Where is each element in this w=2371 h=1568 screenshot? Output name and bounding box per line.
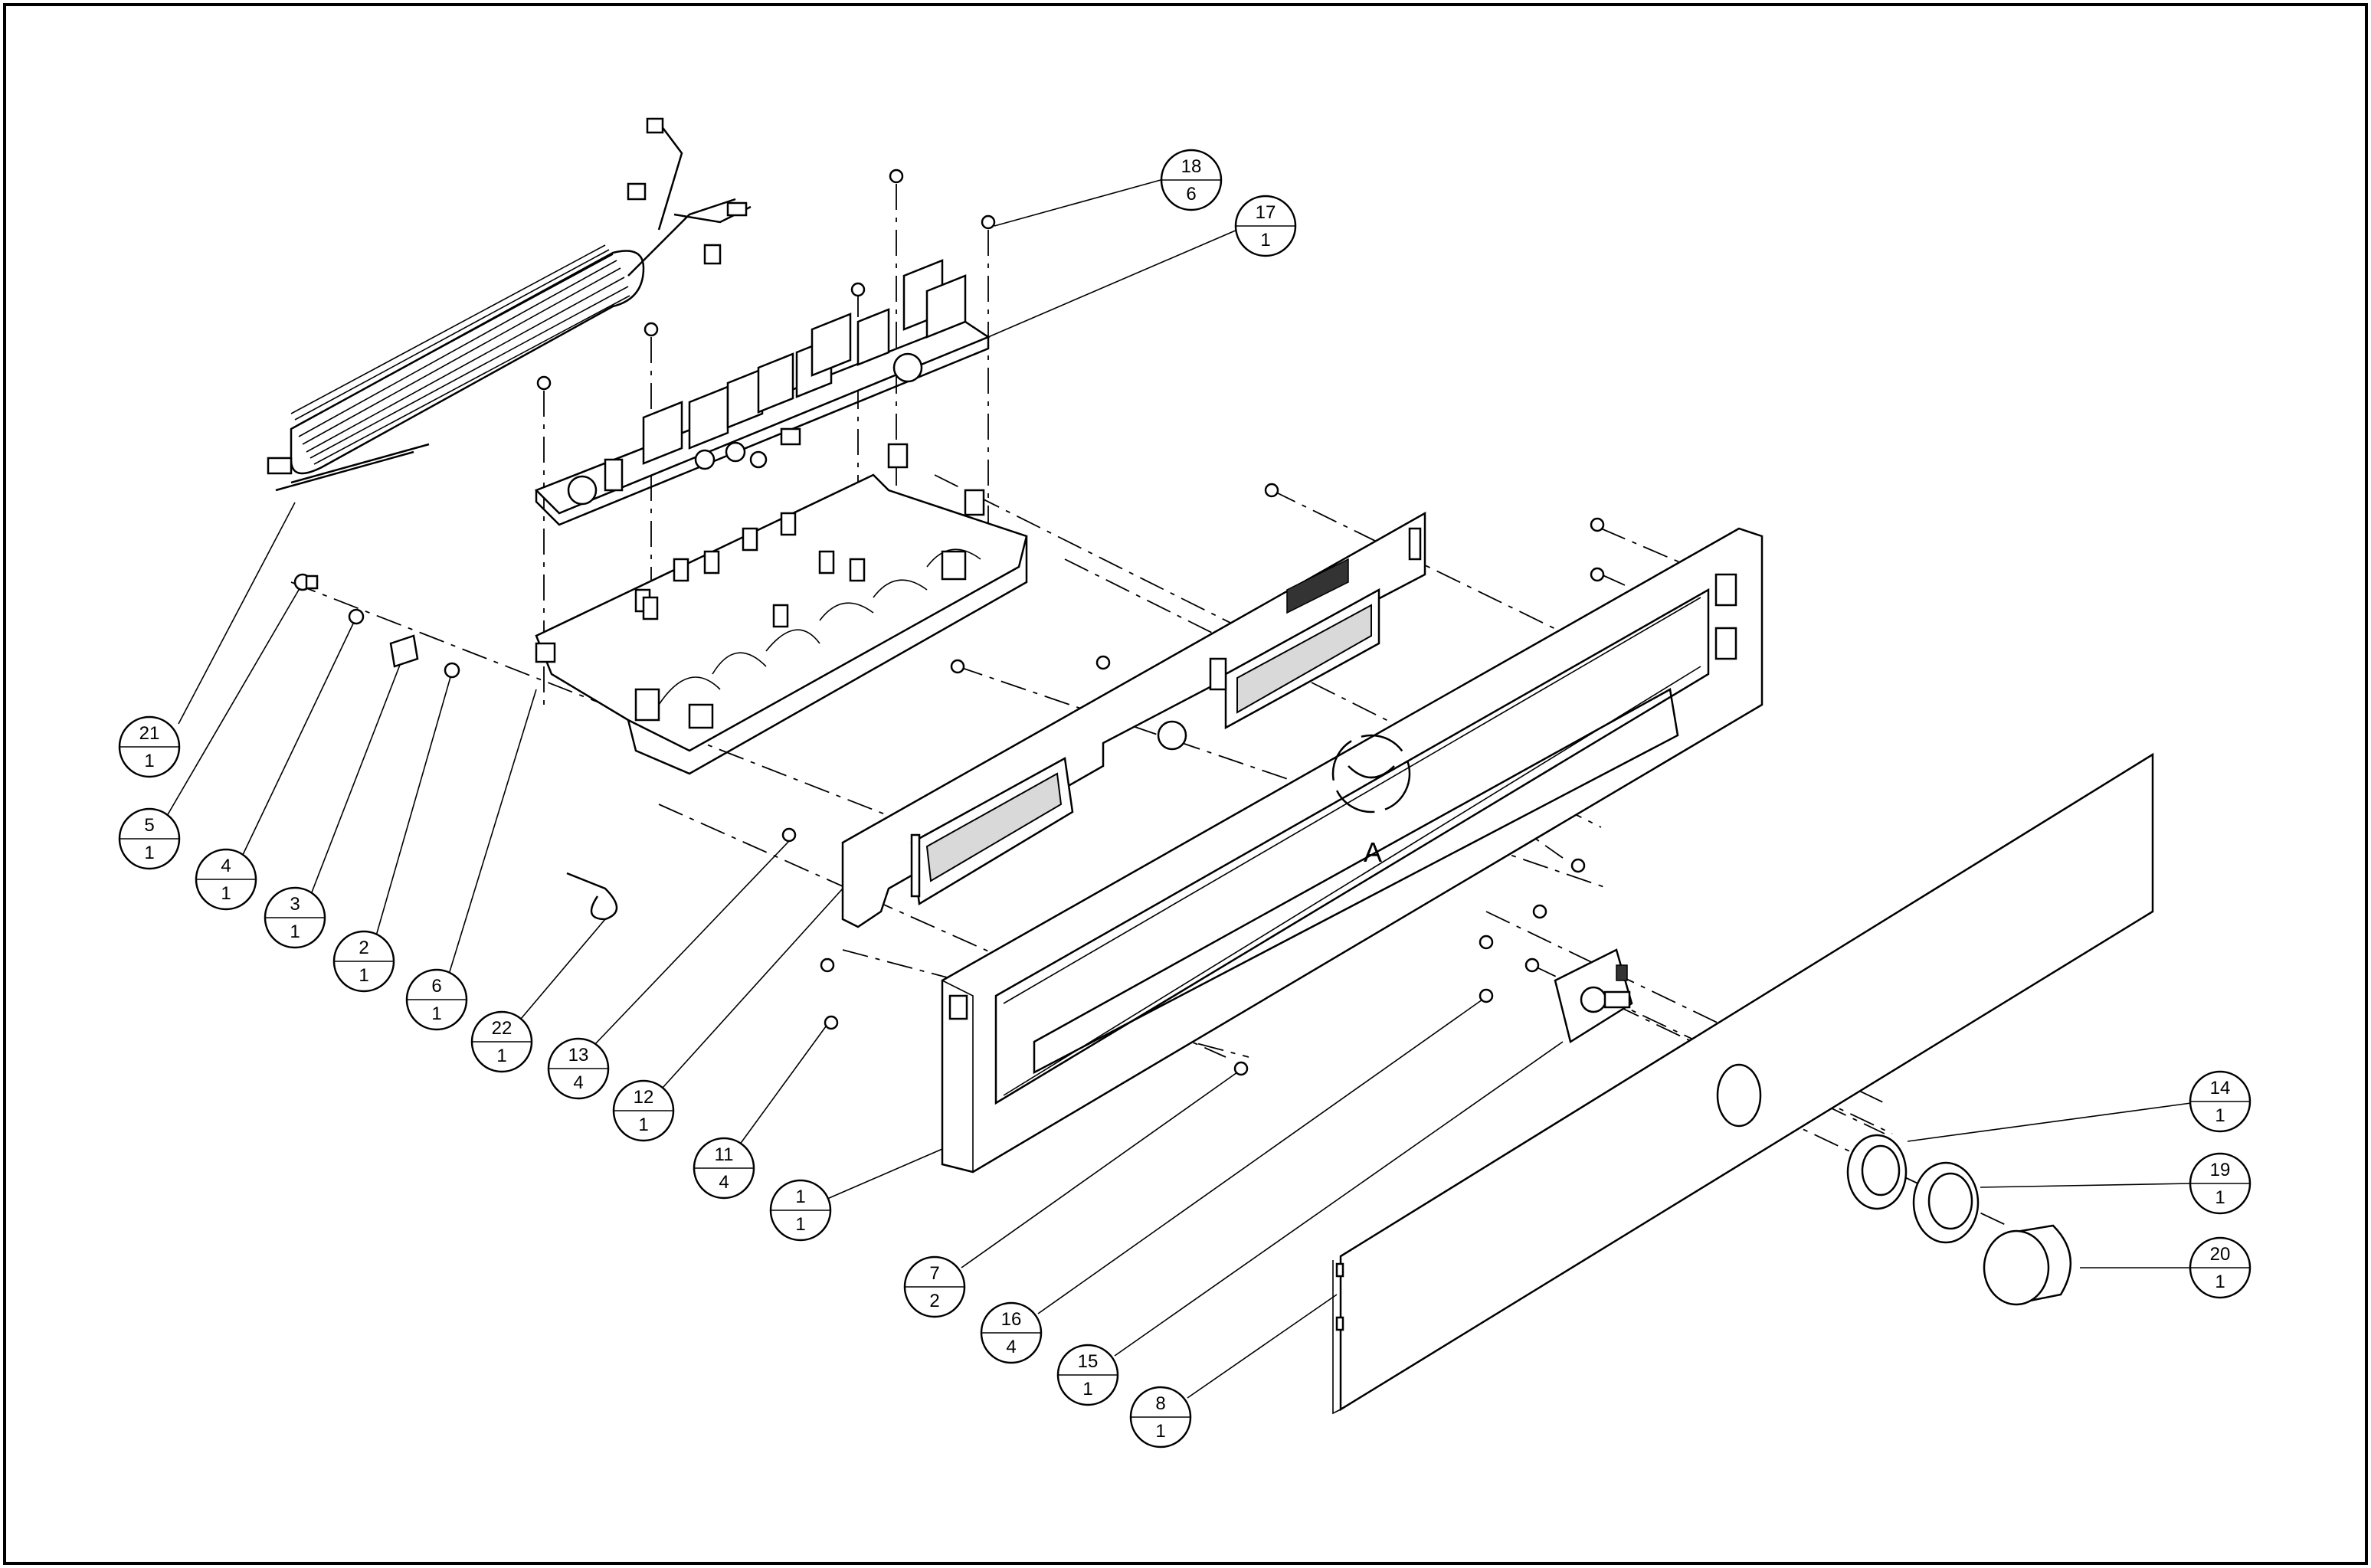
display-board-part-12	[841, 511, 1426, 928]
svg-text:5: 5	[144, 815, 154, 836]
svg-text:17: 17	[1256, 202, 1276, 223]
glass-panel-part-8	[1332, 752, 2154, 1415]
svg-text:1: 1	[221, 883, 231, 904]
svg-text:1: 1	[795, 1214, 805, 1235]
washer-part-4	[348, 608, 365, 625]
callout-16: 16 4	[980, 999, 1483, 1364]
cable-tie-part-22	[566, 872, 618, 921]
plate-part-3	[389, 634, 419, 668]
svg-text:1: 1	[1082, 1379, 1092, 1399]
svg-text:1: 1	[1260, 230, 1270, 250]
svg-text:19: 19	[2210, 1160, 2231, 1180]
svg-text:8: 8	[1155, 1393, 1165, 1414]
svg-text:1: 1	[638, 1115, 648, 1135]
svg-text:14: 14	[2210, 1078, 2231, 1098]
relay-blocks	[642, 259, 967, 465]
svg-text:1: 1	[496, 1046, 506, 1066]
svg-text:16: 16	[1001, 1309, 1022, 1330]
knob-assembly	[1846, 1134, 2072, 1306]
svg-text:1: 1	[290, 921, 300, 942]
svg-text:18: 18	[1181, 156, 1202, 177]
svg-text:1: 1	[2215, 1272, 2225, 1292]
encoder-board-part-15	[1554, 948, 1633, 1043]
callout-21: 21 1	[118, 502, 296, 778]
callout-8: 8 1	[1129, 1294, 1338, 1449]
svg-text:3: 3	[290, 894, 300, 915]
callouts: 21 1 5 1 4 1 3 1 2 1	[118, 149, 2251, 1449]
callout-1: 1 1	[769, 1148, 943, 1242]
housing-bracket-part-6	[535, 443, 1028, 775]
callout-2: 2 1	[332, 676, 451, 993]
svg-text:7: 7	[929, 1263, 939, 1284]
svg-text:11: 11	[715, 1144, 734, 1165]
svg-text:15: 15	[1078, 1351, 1099, 1372]
svg-text:12: 12	[634, 1087, 654, 1108]
svg-text:4: 4	[719, 1172, 729, 1193]
drawing-border	[3, 3, 2368, 1565]
svg-text:1: 1	[1155, 1421, 1165, 1442]
svg-text:1: 1	[2215, 1187, 2225, 1208]
callout-3: 3 1	[264, 664, 401, 949]
callout-17: 17 1	[987, 195, 1297, 338]
knob-cap-part-20	[1983, 1224, 2072, 1306]
console-frame-part-1	[941, 527, 1764, 1174]
svg-text:4: 4	[573, 1072, 583, 1093]
callout-22: 22 1	[470, 918, 606, 1073]
callout-5: 5 1	[118, 589, 300, 870]
callout-4: 4 1	[195, 621, 355, 911]
clip-tabs	[634, 512, 866, 628]
callout-7: 7 2	[903, 1072, 1238, 1318]
callout-11: 11 4	[693, 1026, 827, 1200]
callout-19: 19 1	[1980, 1152, 2251, 1215]
detail-marker-a: A	[1331, 734, 1411, 868]
svg-text:2: 2	[929, 1291, 939, 1311]
svg-text:1: 1	[795, 1187, 805, 1207]
wire-harness-part-21	[267, 117, 752, 492]
detail-label: A	[1364, 836, 1382, 868]
svg-text:1: 1	[144, 751, 154, 771]
callout-6: 6 1	[405, 689, 537, 1031]
knob-bezel-part-14	[1846, 1134, 1908, 1210]
svg-text:1: 1	[2215, 1105, 2225, 1126]
screw-part-5	[293, 573, 319, 591]
svg-text:2: 2	[359, 938, 368, 958]
callout-13: 13 4	[547, 840, 790, 1100]
callout-15: 15 1	[1056, 1041, 1564, 1406]
svg-text:22: 22	[492, 1018, 513, 1039]
svg-text:6: 6	[1186, 184, 1196, 205]
washer-part-2	[444, 662, 460, 679]
svg-text:4: 4	[221, 856, 231, 876]
callout-20: 20 1	[2080, 1236, 2251, 1299]
svg-text:4: 4	[1006, 1337, 1016, 1357]
svg-text:1: 1	[144, 843, 154, 863]
svg-text:21: 21	[139, 723, 160, 744]
svg-text:1: 1	[359, 965, 368, 986]
svg-text:6: 6	[431, 976, 441, 997]
callout-12: 12 1	[612, 888, 843, 1142]
callout-18: 18 6	[994, 149, 1223, 227]
svg-text:13: 13	[568, 1045, 589, 1066]
knob-ring-part-19	[1912, 1161, 1980, 1244]
svg-text:1: 1	[431, 1003, 441, 1024]
svg-text:20: 20	[2210, 1244, 2231, 1265]
callout-14: 14 1	[1907, 1070, 2251, 1142]
